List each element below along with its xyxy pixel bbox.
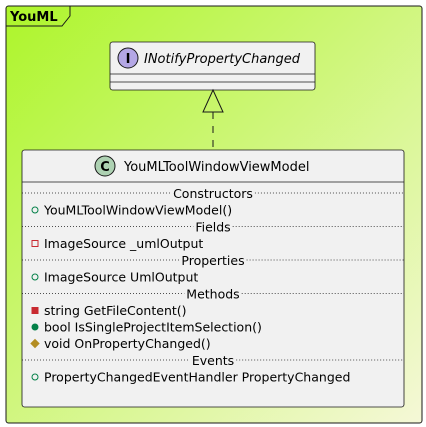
- section-label: Constructors: [173, 186, 253, 201]
- class-box: [21, 149, 405, 408]
- class-member: string GetFileContent(): [44, 303, 187, 318]
- interface-stereotype-letter: I: [126, 52, 131, 67]
- package-tab: [6, 6, 71, 27]
- class-member: YouMLToolWindowViewModel(): [43, 203, 232, 218]
- class-member: ImageSource UmlOutput: [44, 270, 198, 285]
- protected-method-visibility-icon: [30, 338, 40, 349]
- class-name: YouMLToolWindowViewModel: [123, 160, 309, 175]
- class-member: PropertyChangedEventHandler PropertyChan…: [44, 370, 350, 385]
- interface-inotifypropertychanged[interactable]: I INotifyPropertyChanged: [109, 41, 316, 91]
- interface-stereotype-icon: [117, 47, 139, 69]
- section-label: Properties: [181, 253, 244, 268]
- realization-arrow: [202, 88, 224, 150]
- class-member: ImageSource _umlOutput: [44, 236, 203, 251]
- class-member: void OnPropertyChanged(): [44, 336, 211, 351]
- private-visibility-icon: [31, 240, 39, 247]
- class-stereotype-letter: C: [100, 160, 110, 175]
- interface-name: INotifyPropertyChanged: [144, 52, 301, 67]
- package-name: YouML: [9, 10, 58, 25]
- class-youmltoolwindowviewmodel[interactable]: C YouMLToolWindowViewModel ConstructorsY…: [21, 149, 405, 408]
- public-visibility-icon: [31, 206, 39, 214]
- private-method-visibility-icon: [31, 307, 39, 314]
- class-stereotype-icon: [94, 155, 116, 177]
- section-label: Methods: [186, 287, 239, 302]
- class-member: bool IsSingleProjectItemSelection(): [44, 320, 262, 335]
- public-visibility-icon: [31, 373, 39, 381]
- public-method-visibility-icon: [31, 323, 39, 331]
- public-visibility-icon: [31, 273, 39, 281]
- section-label: Fields: [195, 220, 230, 235]
- realization-arrowhead: [202, 88, 224, 113]
- section-label: Events: [192, 353, 234, 368]
